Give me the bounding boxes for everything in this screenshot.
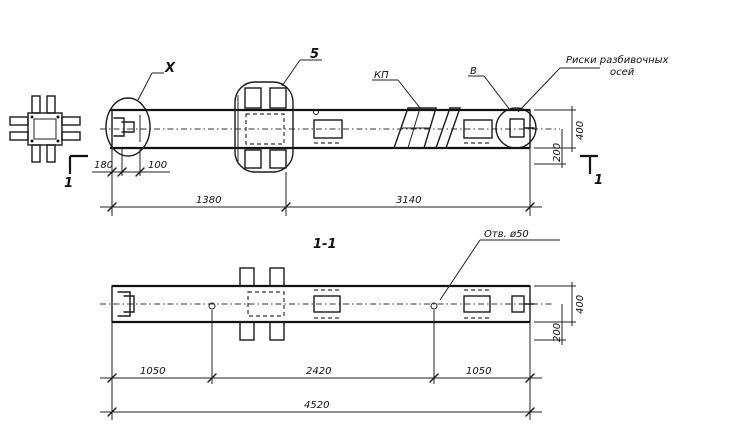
- plan-view: [68, 59, 600, 216]
- dim-1050-right: 1050: [466, 366, 491, 377]
- callout-detail-mid: 5: [310, 47, 319, 62]
- section-title: 1-1: [313, 237, 337, 252]
- detail-circle-right: [495, 107, 537, 149]
- callout-detail-right: В: [470, 66, 477, 77]
- section-mark-right: 1: [594, 173, 603, 188]
- callout-detail-left: X: [164, 61, 176, 76]
- end-view-cross: [9, 95, 81, 163]
- dim-400-bottom: 400: [575, 295, 586, 314]
- callout-kp: КП: [374, 70, 389, 81]
- dim-3140: 3140: [396, 195, 421, 206]
- section-view: [100, 239, 576, 420]
- detail-box-mid: [234, 81, 294, 173]
- dim-400-top: 400: [575, 121, 586, 140]
- hole-callout: Отв. ø50: [484, 229, 529, 240]
- detail-circle-left: [105, 97, 151, 157]
- dim-100: 100: [148, 160, 167, 171]
- dim-4520: 4520: [304, 400, 329, 411]
- dim-1380: 1380: [196, 195, 221, 206]
- dim-1050-left: 1050: [140, 366, 165, 377]
- kp-panel: [393, 107, 437, 149]
- dim-180: 180: [94, 160, 113, 171]
- dim-2420: 2420: [306, 366, 331, 377]
- callout-risks-line1: Риски разбивочных: [566, 54, 669, 66]
- dim-200-bottom: 200: [552, 323, 563, 342]
- callout-risks-line2: осей: [610, 67, 635, 78]
- section-mark-left: 1: [64, 176, 73, 191]
- dim-200-top: 200: [552, 143, 563, 162]
